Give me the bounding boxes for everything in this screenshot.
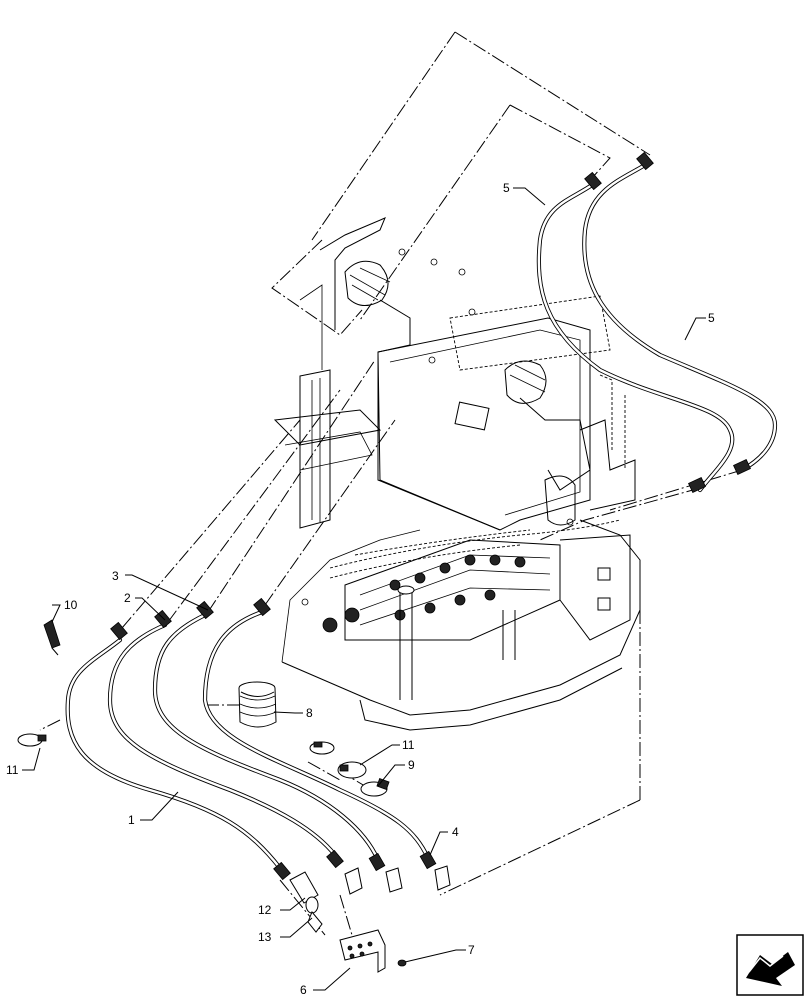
callout-1: 1 [128,813,135,827]
clamp-11-left [17,733,47,747]
hose-5-left [536,182,735,493]
callout-11-right: 11 [402,738,415,752]
callout-2: 2 [124,591,131,605]
callout-labels: 1 2 3 4 5 5 6 7 8 9 10 11 11 12 13 [6,181,715,997]
clamp-upper [309,741,335,755]
clamp-9 [360,778,390,797]
callout-7: 7 [468,943,475,957]
machine-frame [273,217,641,731]
leader-lines [22,187,706,991]
hose-end-fittings [110,151,751,881]
screw-7 [397,959,407,967]
callout-3: 3 [112,569,119,583]
bellows-8 [238,681,277,728]
valve-fittings [322,554,526,633]
callout-9: 9 [408,758,415,772]
routing-lines [39,31,743,936]
callout-12: 12 [258,903,272,917]
callout-10: 10 [64,598,78,612]
callout-13: 13 [258,930,272,944]
hose-3 [152,612,381,863]
hose-adapters [289,865,451,933]
callout-4: 4 [452,825,459,839]
callout-5-upper: 5 [503,181,510,195]
hose-4 [202,609,431,861]
fitting-10 [43,619,61,656]
next-page-arrow-icon[interactable] [736,934,804,996]
bracket-plate-6 [339,929,386,973]
hose-1 [65,637,283,871]
callout-6: 6 [300,983,307,997]
clamp-11-right [337,761,367,779]
callout-8: 8 [306,706,313,720]
callout-5-right: 5 [708,311,715,325]
hose-2 [107,622,338,858]
callout-11-left: 11 [6,763,19,777]
hose-5-right [582,162,778,473]
